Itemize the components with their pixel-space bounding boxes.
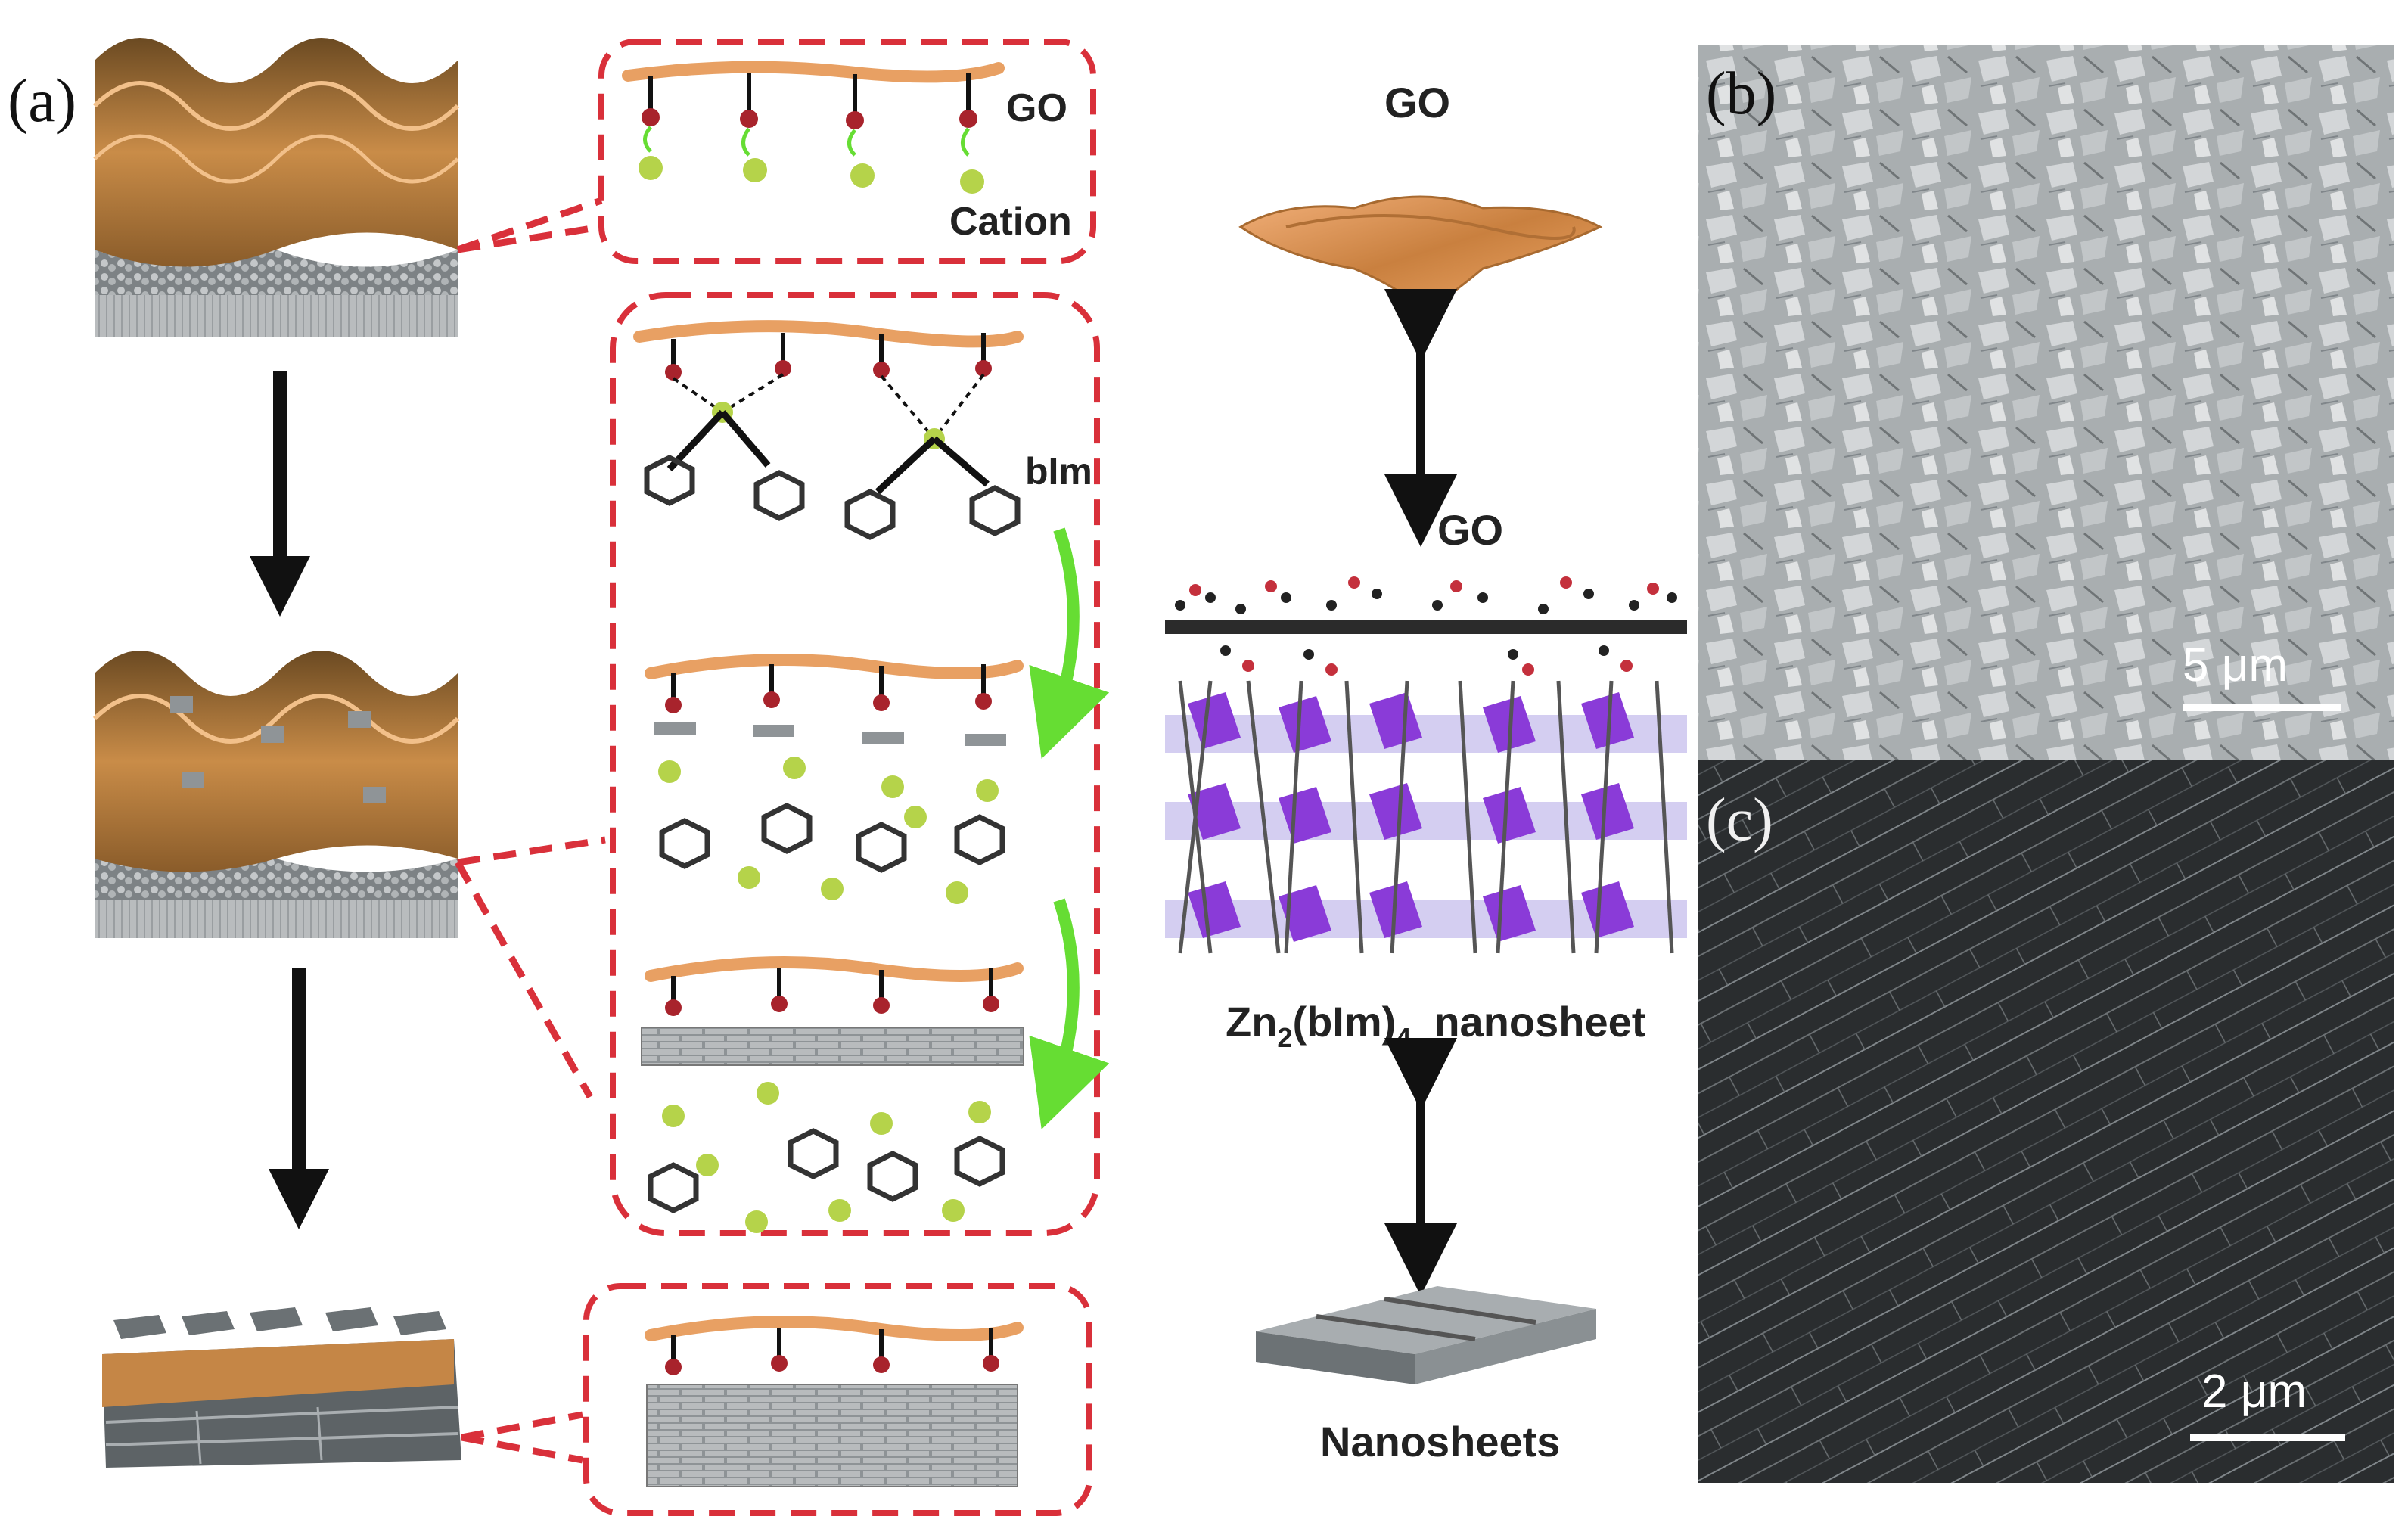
panel-label-b: (b)	[1706, 61, 1776, 127]
step-3-growth	[641, 956, 1024, 1233]
label-nanosheets: Nanosheets	[1320, 1418, 1560, 1465]
nanosheets-schematic: Nanosheets	[1256, 1038, 1596, 1465]
callout-box-3	[583, 1283, 1092, 1516]
label-go-right-top: GO	[1384, 79, 1450, 126]
step-1-coordination: bIm	[633, 320, 1110, 759]
sem-image-b: (b) 5 μm	[1698, 45, 2394, 760]
membrane-stage-3	[102, 1307, 461, 1468]
label-blm: bIm	[1025, 450, 1092, 493]
callout-box-1: GO Cation	[598, 39, 1096, 264]
scalebar-c-label: 2 μm	[2201, 1366, 2307, 1418]
callout-lines	[455, 197, 606, 1464]
label-cation: Cation	[949, 200, 1072, 244]
nanosheet-layers	[1165, 680, 1687, 954]
scalebar-c	[2190, 1434, 2345, 1441]
stage-arrow-1	[250, 371, 310, 617]
sem-image-c: (c) 2 μm	[1698, 760, 2394, 1483]
panel-label-a: (a)	[8, 66, 76, 135]
callout-box-2: bIm	[610, 292, 1110, 1236]
panel-label-c: (c)	[1706, 787, 1773, 853]
membrane-stage-2	[92, 651, 460, 938]
step-2-nucleation	[645, 654, 1110, 1129]
label-go-top: GO	[1006, 86, 1067, 130]
stage-arrow-2	[269, 968, 329, 1229]
scalebar-b-label: 5 μm	[2183, 639, 2288, 691]
label-go-right-mid: GO	[1437, 506, 1503, 554]
scalebar-b	[2183, 704, 2341, 711]
go-schematic: GO GO	[1238, 79, 1603, 554]
membrane-stage-1	[92, 38, 460, 337]
